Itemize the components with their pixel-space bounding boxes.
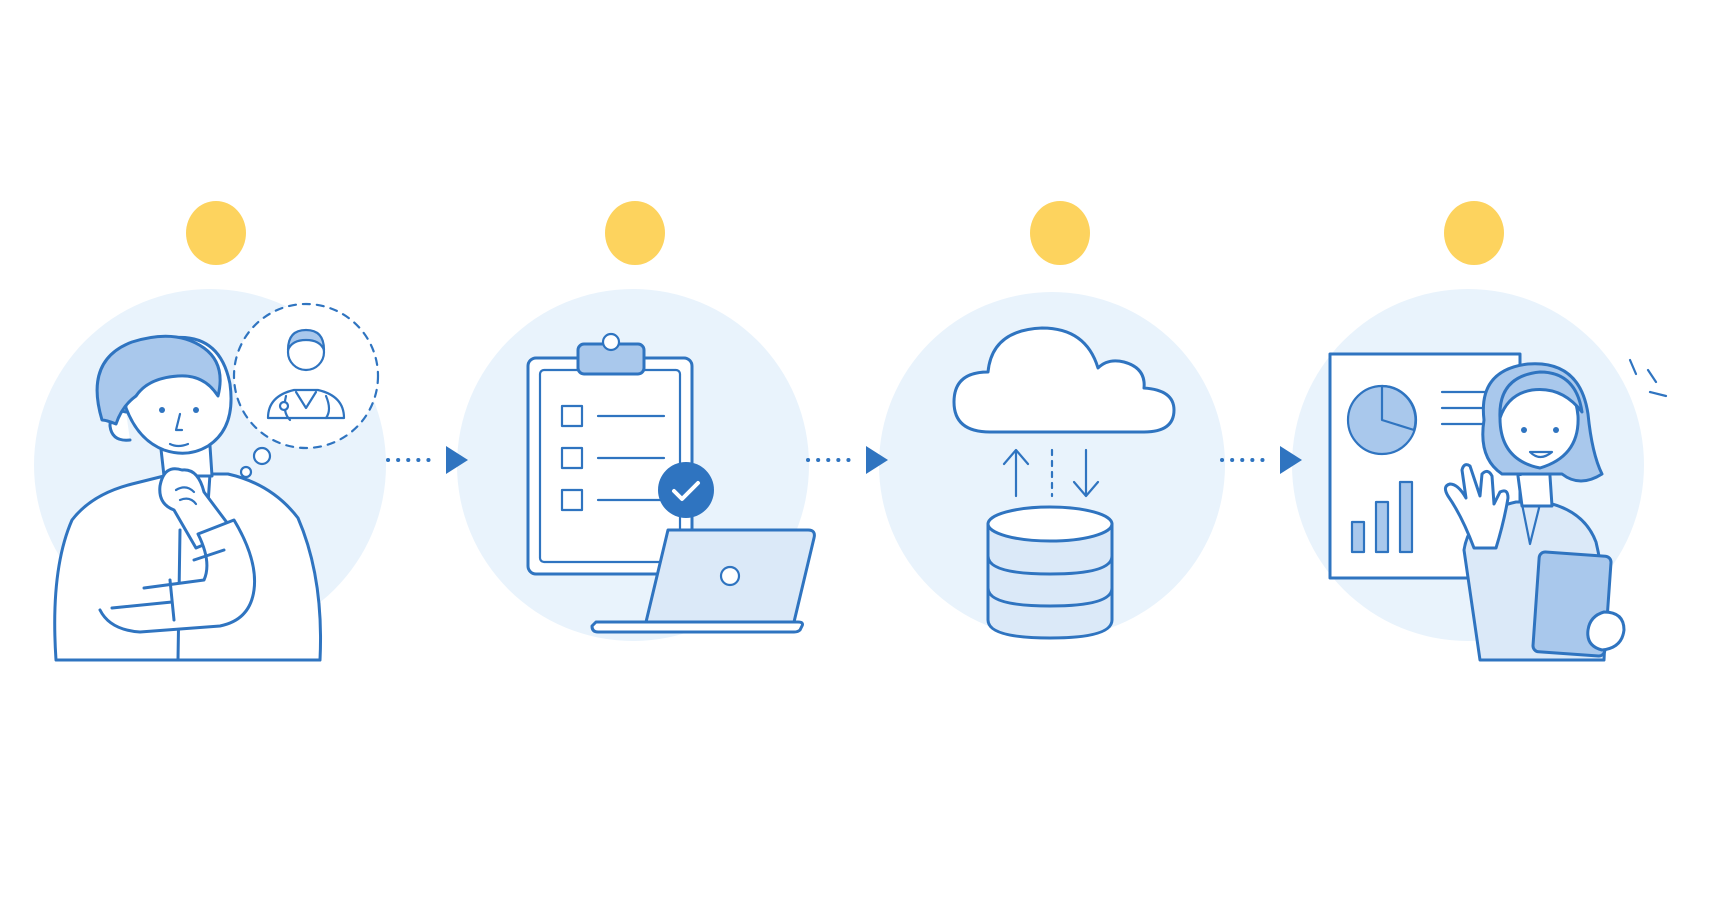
- connector-1-2: [386, 446, 468, 474]
- database-icon: [986, 505, 1114, 640]
- cloud-database-sync-icon: [952, 326, 1176, 640]
- laptop-icon: [590, 528, 816, 634]
- woman-presenting-report-icon: [1328, 352, 1668, 662]
- thinking-man-with-doctor-thought-icon: [53, 302, 380, 662]
- doctor-icon: [266, 328, 346, 422]
- bar-chart-icon: [1350, 480, 1414, 554]
- step-1-marker: [186, 201, 246, 265]
- step-3-marker: [1030, 201, 1090, 265]
- arrowhead-1-2: [446, 446, 468, 474]
- clipboard-checklist-laptop-icon: [526, 332, 816, 634]
- connector-3-4: [1220, 446, 1302, 474]
- spark-lines: [1628, 358, 1668, 398]
- step-markers: [186, 201, 1504, 265]
- upload-arrow-icon: [1002, 448, 1030, 498]
- arrowhead-2-3: [866, 446, 888, 474]
- pie-chart-icon: [1346, 384, 1418, 456]
- arrowhead-3-4: [1280, 446, 1302, 474]
- check-badge-icon: [658, 462, 714, 518]
- connector-2-3: [806, 446, 888, 474]
- connectors: [386, 446, 1302, 474]
- step-2-marker: [605, 201, 665, 265]
- cloud-icon: [952, 326, 1176, 434]
- step-4-marker: [1444, 201, 1504, 265]
- download-arrow-icon: [1072, 448, 1100, 498]
